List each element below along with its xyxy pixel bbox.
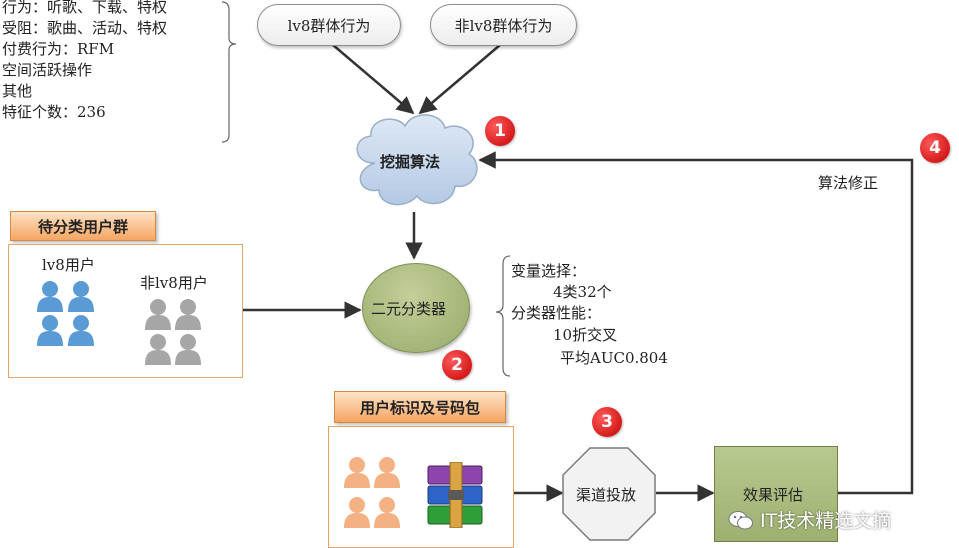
lv8-behavior-node: lv8群体行为 [257, 4, 401, 46]
feature-line: 其他 [2, 82, 33, 100]
variable-selection-label: 变量选择： [511, 262, 587, 280]
pending-group-title: 待分类用户群 [10, 211, 156, 241]
person-icon [344, 497, 370, 528]
classifier-performance-label: 分类器性能： [511, 304, 602, 322]
person-icon [175, 299, 201, 330]
person-icon [374, 497, 400, 528]
cross-validation-label: 10折交叉 [553, 326, 618, 344]
wechat-icon [728, 510, 753, 529]
feature-list: 行为：听歌、下载、特权 受阻：歌曲、活动、特权 付费行为：RFM 空间活跃操作 … [2, 0, 167, 122]
watermark-text: IT技术精选文摘 [760, 510, 892, 532]
feature-brace [221, 1, 237, 143]
person-icon [37, 281, 63, 312]
non-lv8-behavior-node: 非lv8群体行为 [430, 4, 577, 46]
step-2-badge: 2 [442, 350, 472, 380]
algorithm-correction-label: 算法修正 [818, 174, 879, 192]
mining-algorithm-cloud [356, 114, 478, 206]
person-icon [37, 315, 63, 346]
person-icon [344, 457, 370, 488]
lv8-users-label: lv8用户 [42, 256, 95, 274]
person-icon [175, 334, 201, 365]
binary-classifier-node [362, 263, 470, 353]
step-4-badge: 4 [920, 133, 950, 163]
person-icon [68, 315, 94, 346]
effect-evaluation-label: 效果评估 [743, 486, 804, 504]
step-3-badge: 3 [592, 407, 622, 437]
feature-line: 空间活跃操作 [2, 61, 93, 79]
person-icon [374, 457, 400, 488]
feature-line: 受阻：歌曲、活动、特权 [2, 19, 168, 37]
feature-line: 特征个数：236 [2, 103, 106, 121]
user-pack-title-text: 用户标识及号码包 [359, 398, 480, 417]
person-icon [145, 334, 171, 365]
variable-count-label: 4类32个 [553, 283, 612, 301]
mining-algorithm-label: 挖掘算法 [380, 153, 441, 171]
lv8-behavior-label: lv8群体行为 [287, 16, 371, 35]
arrow-feedback-to-mining [478, 151, 914, 495]
arrow-lv8-to-mining [332, 44, 415, 115]
arrow-nonlv8-to-mining [418, 44, 501, 115]
feature-line: 付费行为：RFM [2, 40, 115, 58]
non-lv8-users-label: 非lv8用户 [140, 274, 208, 292]
feature-line: 行为：听歌、下载、特权 [2, 0, 168, 16]
binary-classifier-label: 二元分类器 [371, 300, 447, 318]
auc-label: 平均AUC0.804 [560, 349, 668, 367]
archive-icon [427, 462, 483, 528]
person-icon [68, 281, 94, 312]
user-pack-title: 用户标识及号码包 [334, 391, 506, 423]
channel-delivery-label: 渠道投放 [576, 486, 637, 504]
watermark: IT技术精选文摘 [728, 506, 891, 533]
non-lv8-behavior-label: 非lv8群体行为 [454, 16, 553, 35]
person-icon [145, 299, 171, 330]
pending-group-title-text: 待分类用户群 [37, 217, 128, 236]
step-1-badge: 1 [485, 116, 515, 146]
notes-brace [495, 255, 511, 377]
